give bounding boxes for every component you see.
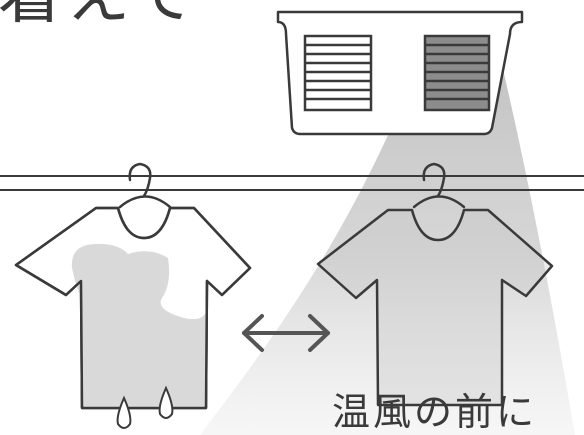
t-shirt-icon [316,208,554,407]
double-arrow-icon [242,314,330,352]
bathroom-dryer-vent-icon [276,10,524,136]
caption-text: 温風の前に [332,390,538,434]
wet-shirt [14,162,252,429]
heading-text: 着えて [0,0,199,28]
dry-shirt [316,162,554,407]
vent-louver-left [303,34,373,112]
vent-louver-right-active [423,34,491,112]
hanging-rod [0,175,584,191]
wet-patch [71,243,206,406]
water-drop-icon [158,385,174,419]
hanger-icon [118,162,172,209]
hanger-icon [412,162,466,209]
water-drop-icon [116,395,132,429]
